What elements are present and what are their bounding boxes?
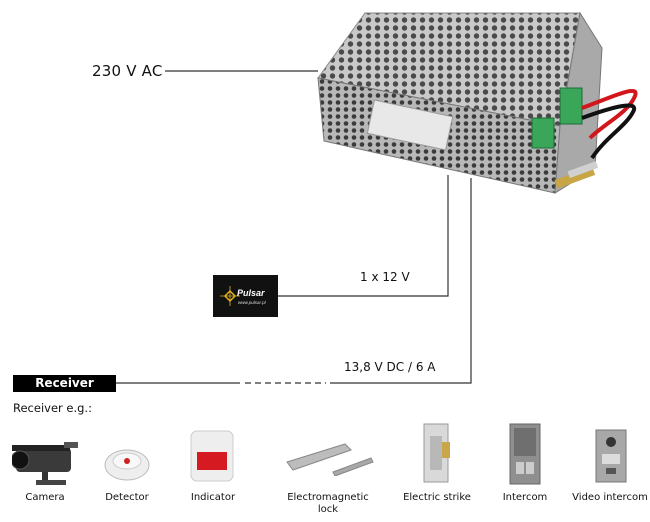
power-supply-unit [317,11,638,194]
device-label-indicator: Indicator [190,492,236,503]
battery-label: 1 x 12 V [360,270,410,284]
maglock-image [286,443,374,476]
svg-text:Pulsar: Pulsar [237,288,265,298]
indicator-image [190,430,234,482]
battery-pulsar: Pulsar www.pulsar.pl [213,275,278,317]
battery-wire [278,175,449,297]
device-label-maglock: Electromagnetic lock [283,492,373,516]
device-label-strike: Electric strike [403,492,471,503]
maglock-label-text: Electromagnetic lock [287,492,369,515]
terminal-block-1 [531,117,555,149]
red-cable [581,89,638,140]
device-label-intercom: Intercom [502,492,548,503]
ac-input-label: 230 V AC [92,62,163,80]
device-label-camera: Camera [25,492,65,503]
device-label-detector: Detector [105,492,149,503]
intercom-image [509,423,541,485]
detector-image [104,449,150,481]
electric-strike-image [423,423,450,483]
camera-image [12,442,78,485]
receiver-badge: Receiver [13,375,116,392]
pulsar-logo: Pulsar www.pulsar.pl [220,286,267,306]
svg-text:www.pulsar.pl: www.pulsar.pl [238,300,267,305]
output-label: 13,8 V DC / 6 A [344,360,436,374]
black-cable [581,103,637,160]
output-wire-right [330,178,472,384]
receiver-examples-label: Receiver e.g.: [13,401,92,415]
terminal-block-2 [559,87,583,125]
device-label-video-intercom: Video intercom [572,492,648,503]
video-intercom-image [595,429,627,483]
